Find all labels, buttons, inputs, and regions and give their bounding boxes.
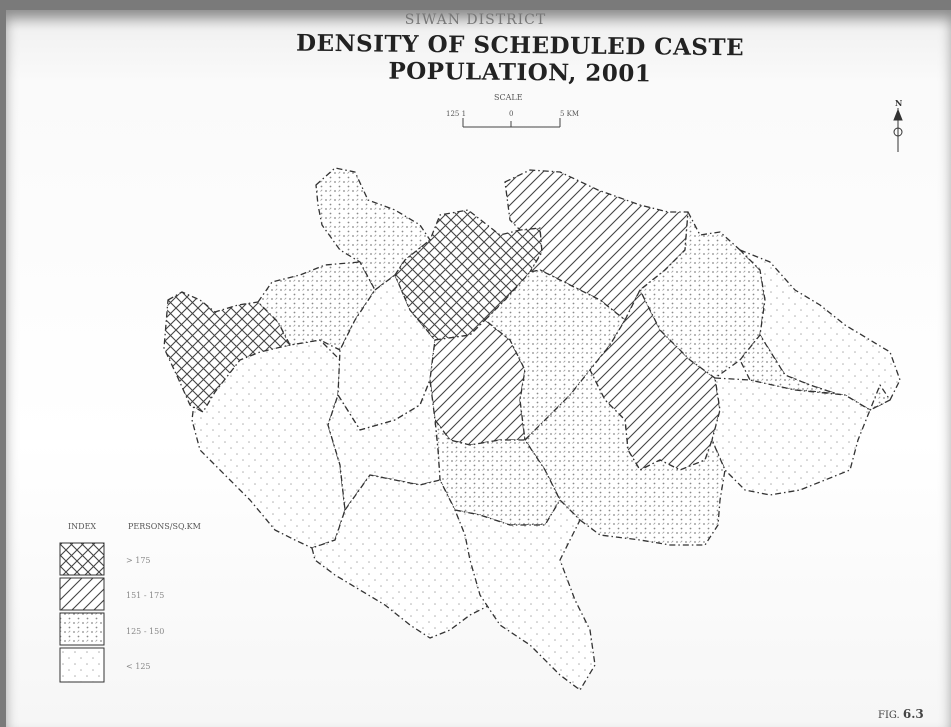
north-arrow-icon: [893, 108, 903, 152]
scale-label: SCALE: [494, 93, 523, 102]
region-northwest-crosshatch: [163, 291, 291, 413]
legend-swatch-diagonal: [59, 577, 105, 611]
scale-tick-left: 125 1: [446, 110, 467, 118]
scale-bar: [462, 118, 561, 128]
legend-label-crosshatch: > 175: [126, 556, 151, 565]
legend-swatch-sparse-dots: [59, 647, 105, 683]
legend-swatch-dense-dots: [59, 612, 105, 646]
legend-index-header: INDEX: [68, 522, 97, 531]
legend: [59, 542, 105, 683]
figure-label: FIG. 6.3: [878, 707, 924, 721]
legend-unit-header: PERSONS/SQ.KM: [128, 522, 201, 531]
region-south-tip: [454, 499, 596, 691]
region-northeast-diagonal: [504, 169, 689, 321]
figure-number: 6.3: [902, 707, 924, 721]
district-subtitle: SIWAN DISTRICT: [404, 12, 547, 28]
region-east-strip: [739, 334, 891, 411]
scale-tick-zero: 0: [509, 110, 514, 118]
scale-tick-right: 5 KM: [560, 110, 580, 118]
legend-label-sparse-dots: < 125: [126, 662, 151, 671]
north-label: N: [895, 98, 903, 108]
legend-swatch-crosshatch: [59, 542, 105, 576]
legend-label-dense-dots: 125 - 150: [126, 627, 165, 636]
region-far-east: [739, 249, 901, 411]
legend-label-diagonal: 151 - 175: [126, 591, 165, 600]
figure-prefix: FIG.: [878, 710, 900, 721]
region-south-center-dense: [524, 369, 726, 546]
